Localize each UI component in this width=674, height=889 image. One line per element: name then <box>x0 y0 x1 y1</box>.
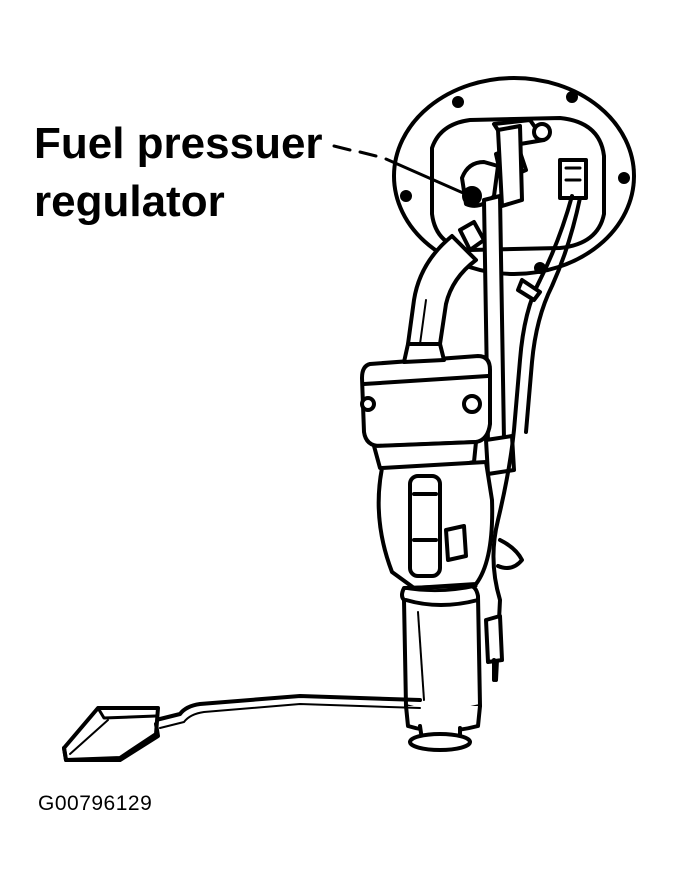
strainer-body <box>376 460 495 590</box>
wiring-harness <box>484 194 582 682</box>
callout-label-line-1: Fuel pressuer <box>34 119 323 168</box>
callout-label-line-2: regulator <box>34 177 225 226</box>
fuel-level-float <box>62 694 422 762</box>
figure-code: G00796129 <box>38 792 153 815</box>
support-rod <box>482 124 524 476</box>
fuel-pump-motor <box>400 584 482 752</box>
callout-leader-line <box>332 144 472 198</box>
reservoir-housing <box>360 342 492 472</box>
fuel-tube <box>406 220 486 346</box>
